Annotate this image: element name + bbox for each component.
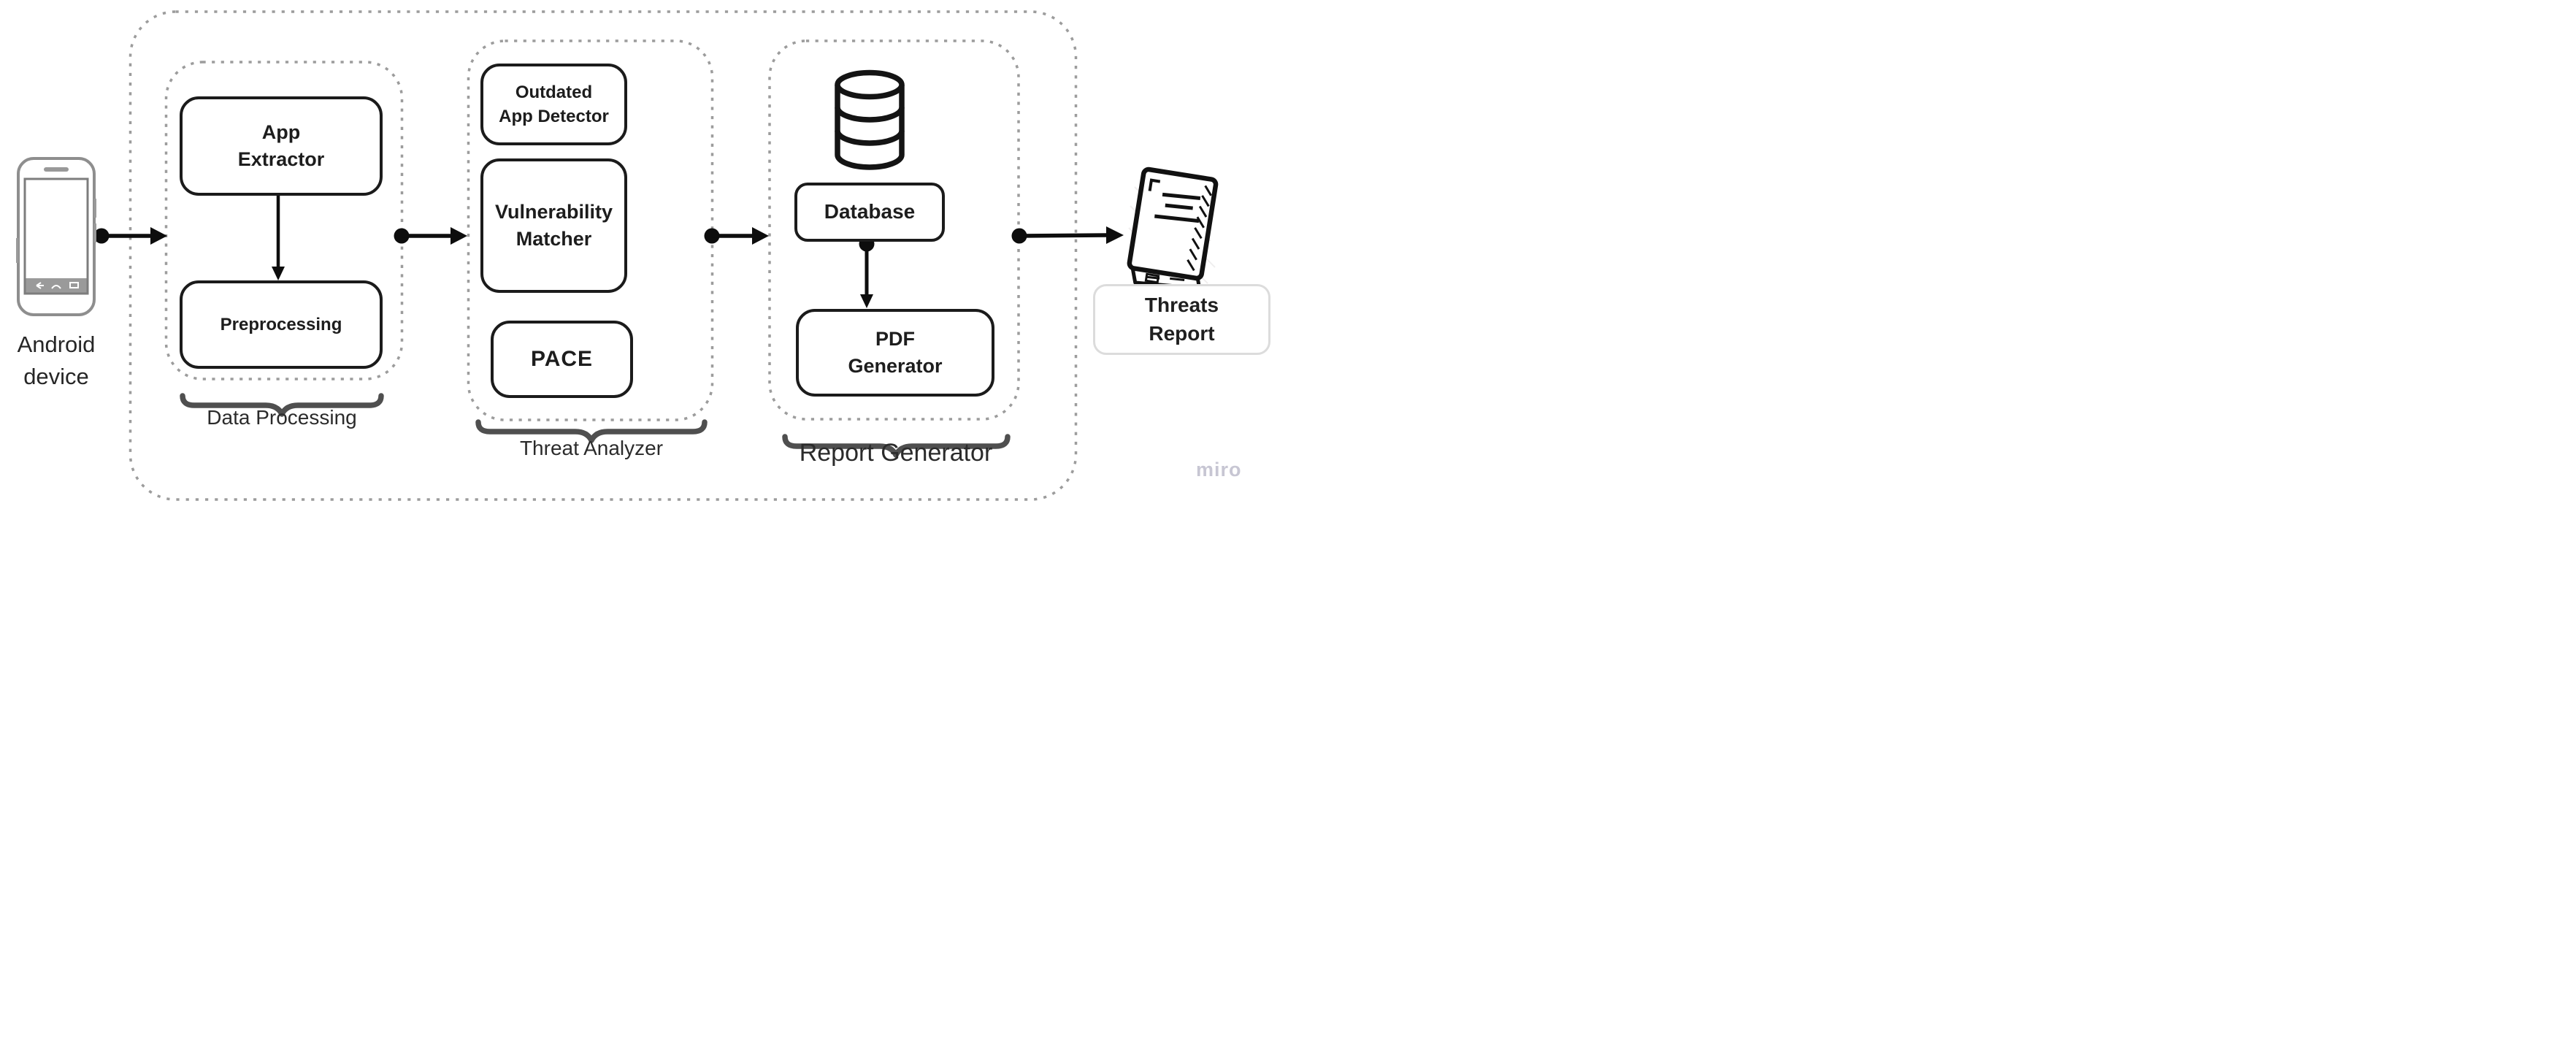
flow-arrow-report-generator-to-threats-report — [1011, 226, 1124, 244]
diagram-canvas: App Extractor Preprocessing Outdated App… — [0, 0, 1288, 518]
pace-box: PACE — [491, 321, 633, 398]
outdated-app-detector-label-line2: App Detector — [499, 107, 609, 126]
database-box: Database — [794, 183, 945, 242]
vulnerability-matcher-label-line1: Vulnerability — [494, 200, 613, 223]
preprocessing-label: Preprocessing — [220, 314, 342, 334]
app-extractor-label-line1: App — [261, 120, 301, 143]
flow-arrow-device-to-data-processing — [93, 227, 167, 245]
pdf-generator-label-line2: Generator — [848, 355, 943, 377]
vulnerability-matcher-label-line2: Matcher — [515, 228, 592, 250]
database-label: Database — [824, 200, 916, 223]
android-device-label-line2: device — [23, 364, 89, 390]
outdated-app-detector-label-line1: Outdated — [515, 82, 593, 102]
flow-arrow-threat-analyzer-to-report-generator — [704, 227, 769, 245]
database-cylinder-icon — [835, 69, 905, 170]
outdated-app-detector-box: Outdated App Detector — [480, 64, 627, 145]
report-book-icon — [1127, 167, 1219, 294]
threats-report-label-line2: Report — [1149, 321, 1215, 345]
flow-arrow-app-extractor-to-preprocessing — [272, 191, 285, 280]
miro-watermark: miro — [1196, 459, 1242, 481]
vulnerability-matcher-box: Vulnerability Matcher — [480, 158, 627, 293]
app-extractor-box: App Extractor — [180, 96, 383, 196]
android-device-label: Android device — [1, 329, 111, 393]
android-device-label-line1: Android — [17, 332, 96, 357]
flow-arrow-database-to-pdf-generator — [859, 236, 875, 308]
app-extractor-label-line2: Extractor — [237, 148, 325, 170]
preprocessing-box: Preprocessing — [180, 280, 383, 369]
pdf-generator-box: PDF Generator — [796, 309, 994, 397]
flow-arrow-data-processing-to-threat-analyzer — [394, 227, 467, 245]
data-processing-group-label: Data Processing — [207, 406, 357, 429]
smartphone-icon — [16, 157, 96, 316]
threats-report-box: Threats Report — [1093, 284, 1270, 355]
report-generator-group-label: Report Generator — [799, 439, 993, 467]
pace-label: PACE — [530, 347, 594, 372]
threats-report-label-line1: Threats — [1144, 293, 1219, 316]
pdf-generator-label-line1: PDF — [875, 327, 915, 350]
threat-analyzer-group-label: Threat Analyzer — [519, 437, 664, 459]
